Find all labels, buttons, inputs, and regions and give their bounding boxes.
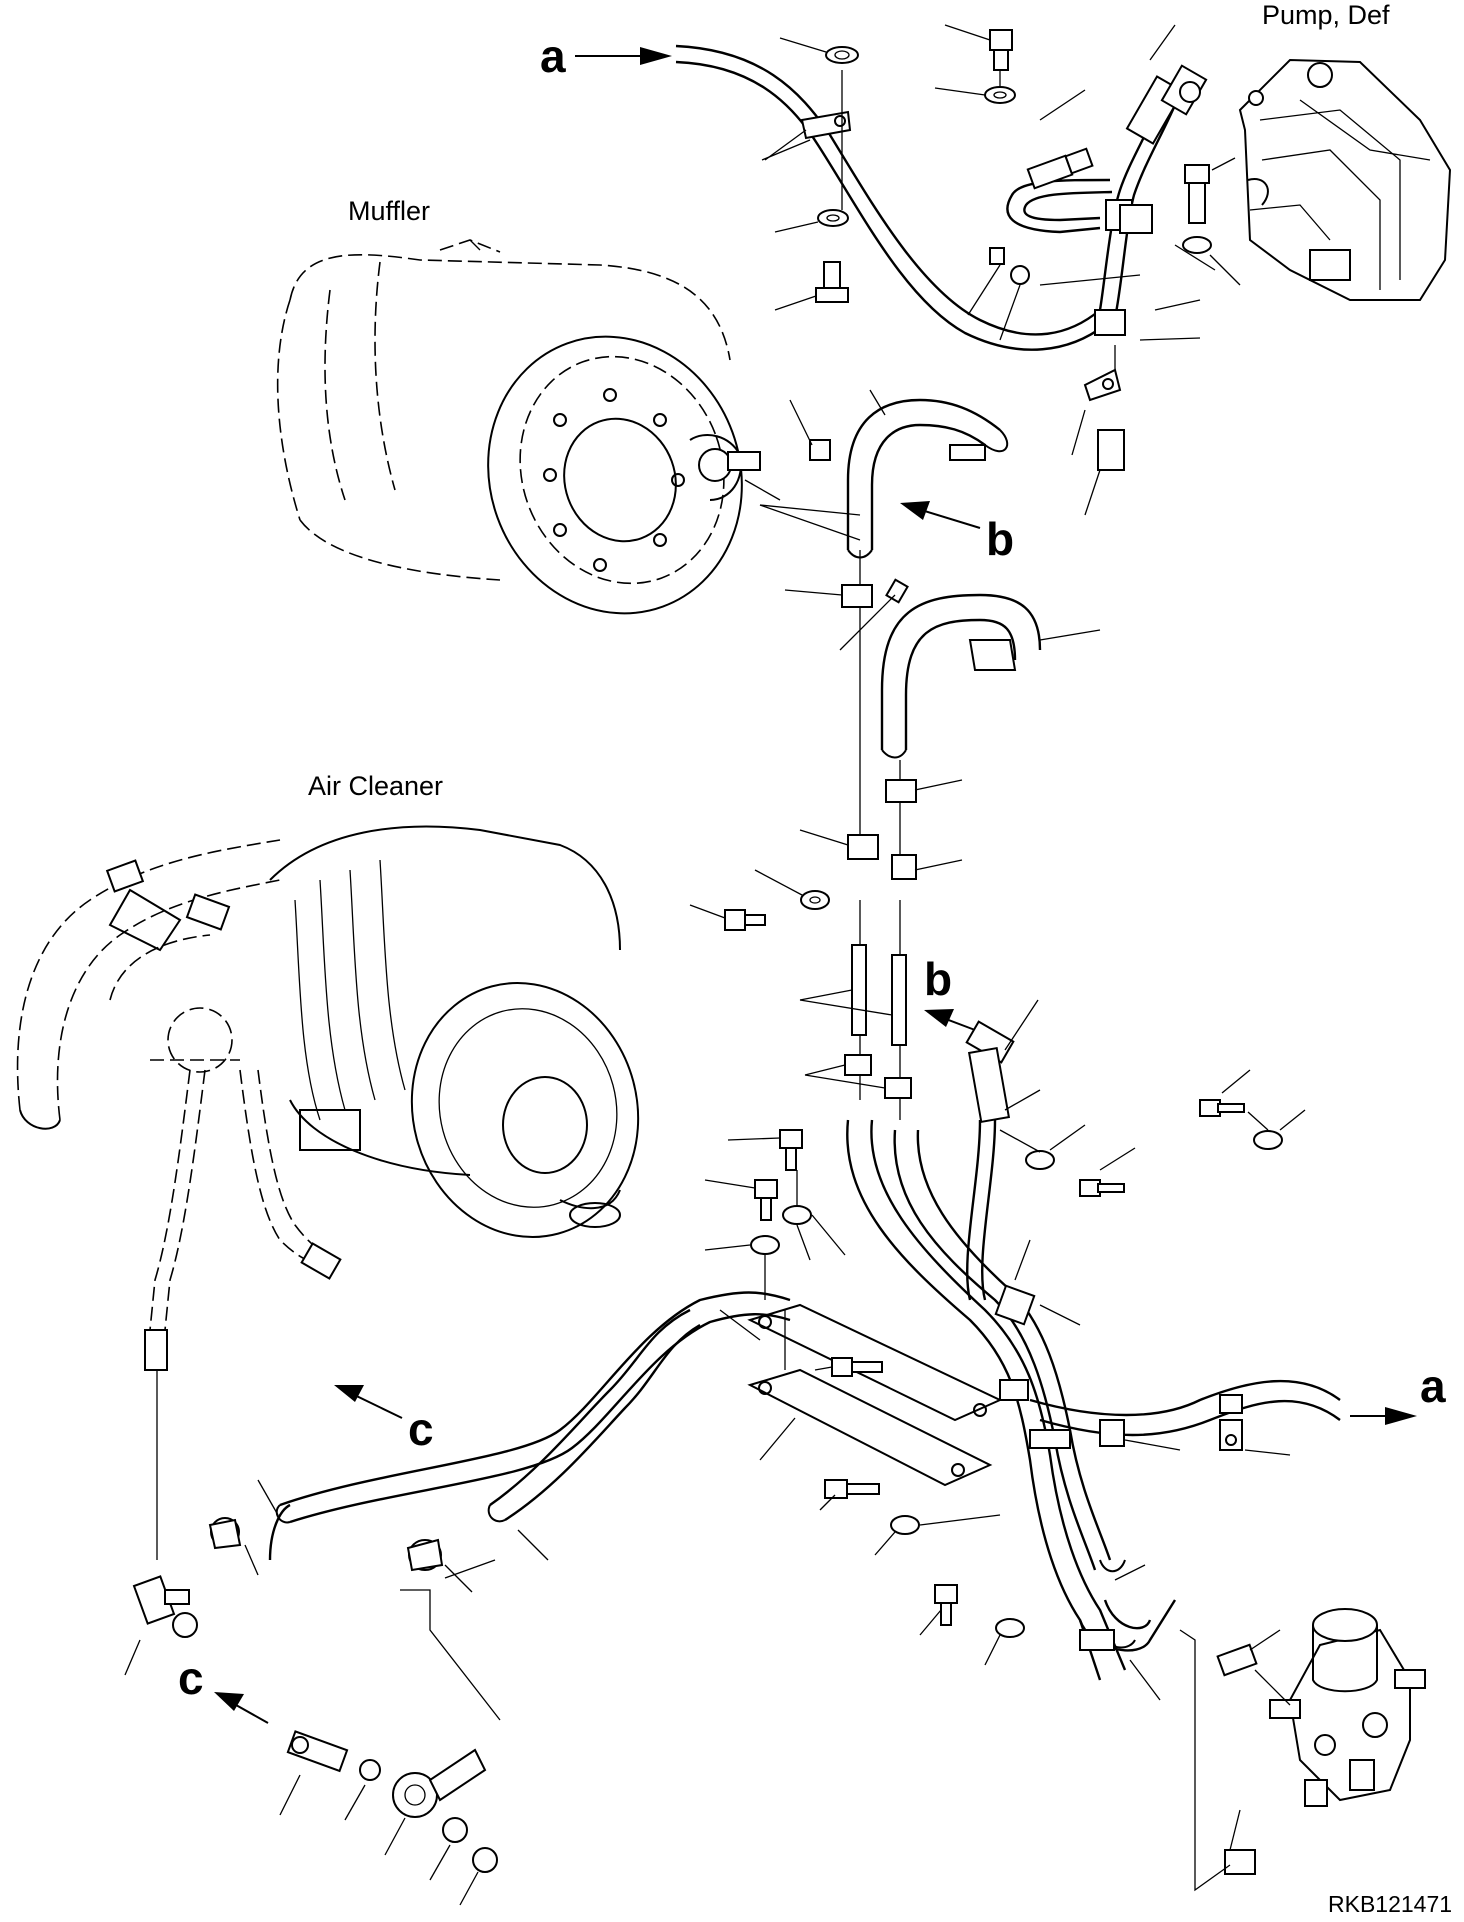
bottom-bracket-bolts	[814, 1357, 1025, 1666]
arrow-c-upper	[334, 1385, 403, 1419]
hose-lower-left	[208, 1291, 791, 1593]
top-fasteners	[764, 24, 1241, 516]
muffler-label: Muffler	[348, 196, 430, 226]
connector-b-right	[965, 999, 1041, 1301]
hose-air-cleaner-c	[144, 1069, 342, 1560]
muffler	[276, 239, 781, 615]
lower-left-fittings	[124, 1559, 501, 1906]
ref-b-upper: b	[986, 513, 1014, 565]
arrow-a-right	[1350, 1407, 1417, 1425]
arrow-a-top	[575, 47, 672, 65]
def-valve-assembly	[1179, 1608, 1426, 1892]
hose-bundle-lower	[846, 1119, 1341, 1701]
ref-c-lower: c	[178, 1652, 204, 1704]
arrow-b-upper	[900, 501, 981, 529]
arrow-b-lower	[924, 1009, 976, 1031]
air-cleaner-label: Air Cleaner	[308, 771, 443, 801]
drawing-code: RKB121471	[1328, 1891, 1452, 1917]
def-pump-assembly	[1238, 58, 1452, 301]
def-harness	[1006, 64, 1208, 319]
bracket-plates	[719, 1303, 1003, 1487]
bracket-bolts	[704, 1129, 846, 1300]
ref-c-upper: c	[408, 1403, 434, 1455]
right-bolts-middle	[999, 1069, 1306, 1197]
leader-lines-top	[761, 24, 1216, 341]
air-cleaner	[16, 825, 640, 1238]
hose-top-a	[675, 44, 1106, 351]
ref-a-top: a	[540, 30, 566, 82]
ref-a-right: a	[1420, 1360, 1446, 1412]
hose-b-curve	[880, 593, 1101, 759]
ref-b-lower: b	[924, 953, 952, 1005]
pump-def-label: Pump, Def	[1262, 0, 1390, 30]
middle-clamps	[689, 578, 963, 1099]
arrow-c-lower	[214, 1692, 269, 1724]
hose-b-upper	[759, 389, 1009, 559]
